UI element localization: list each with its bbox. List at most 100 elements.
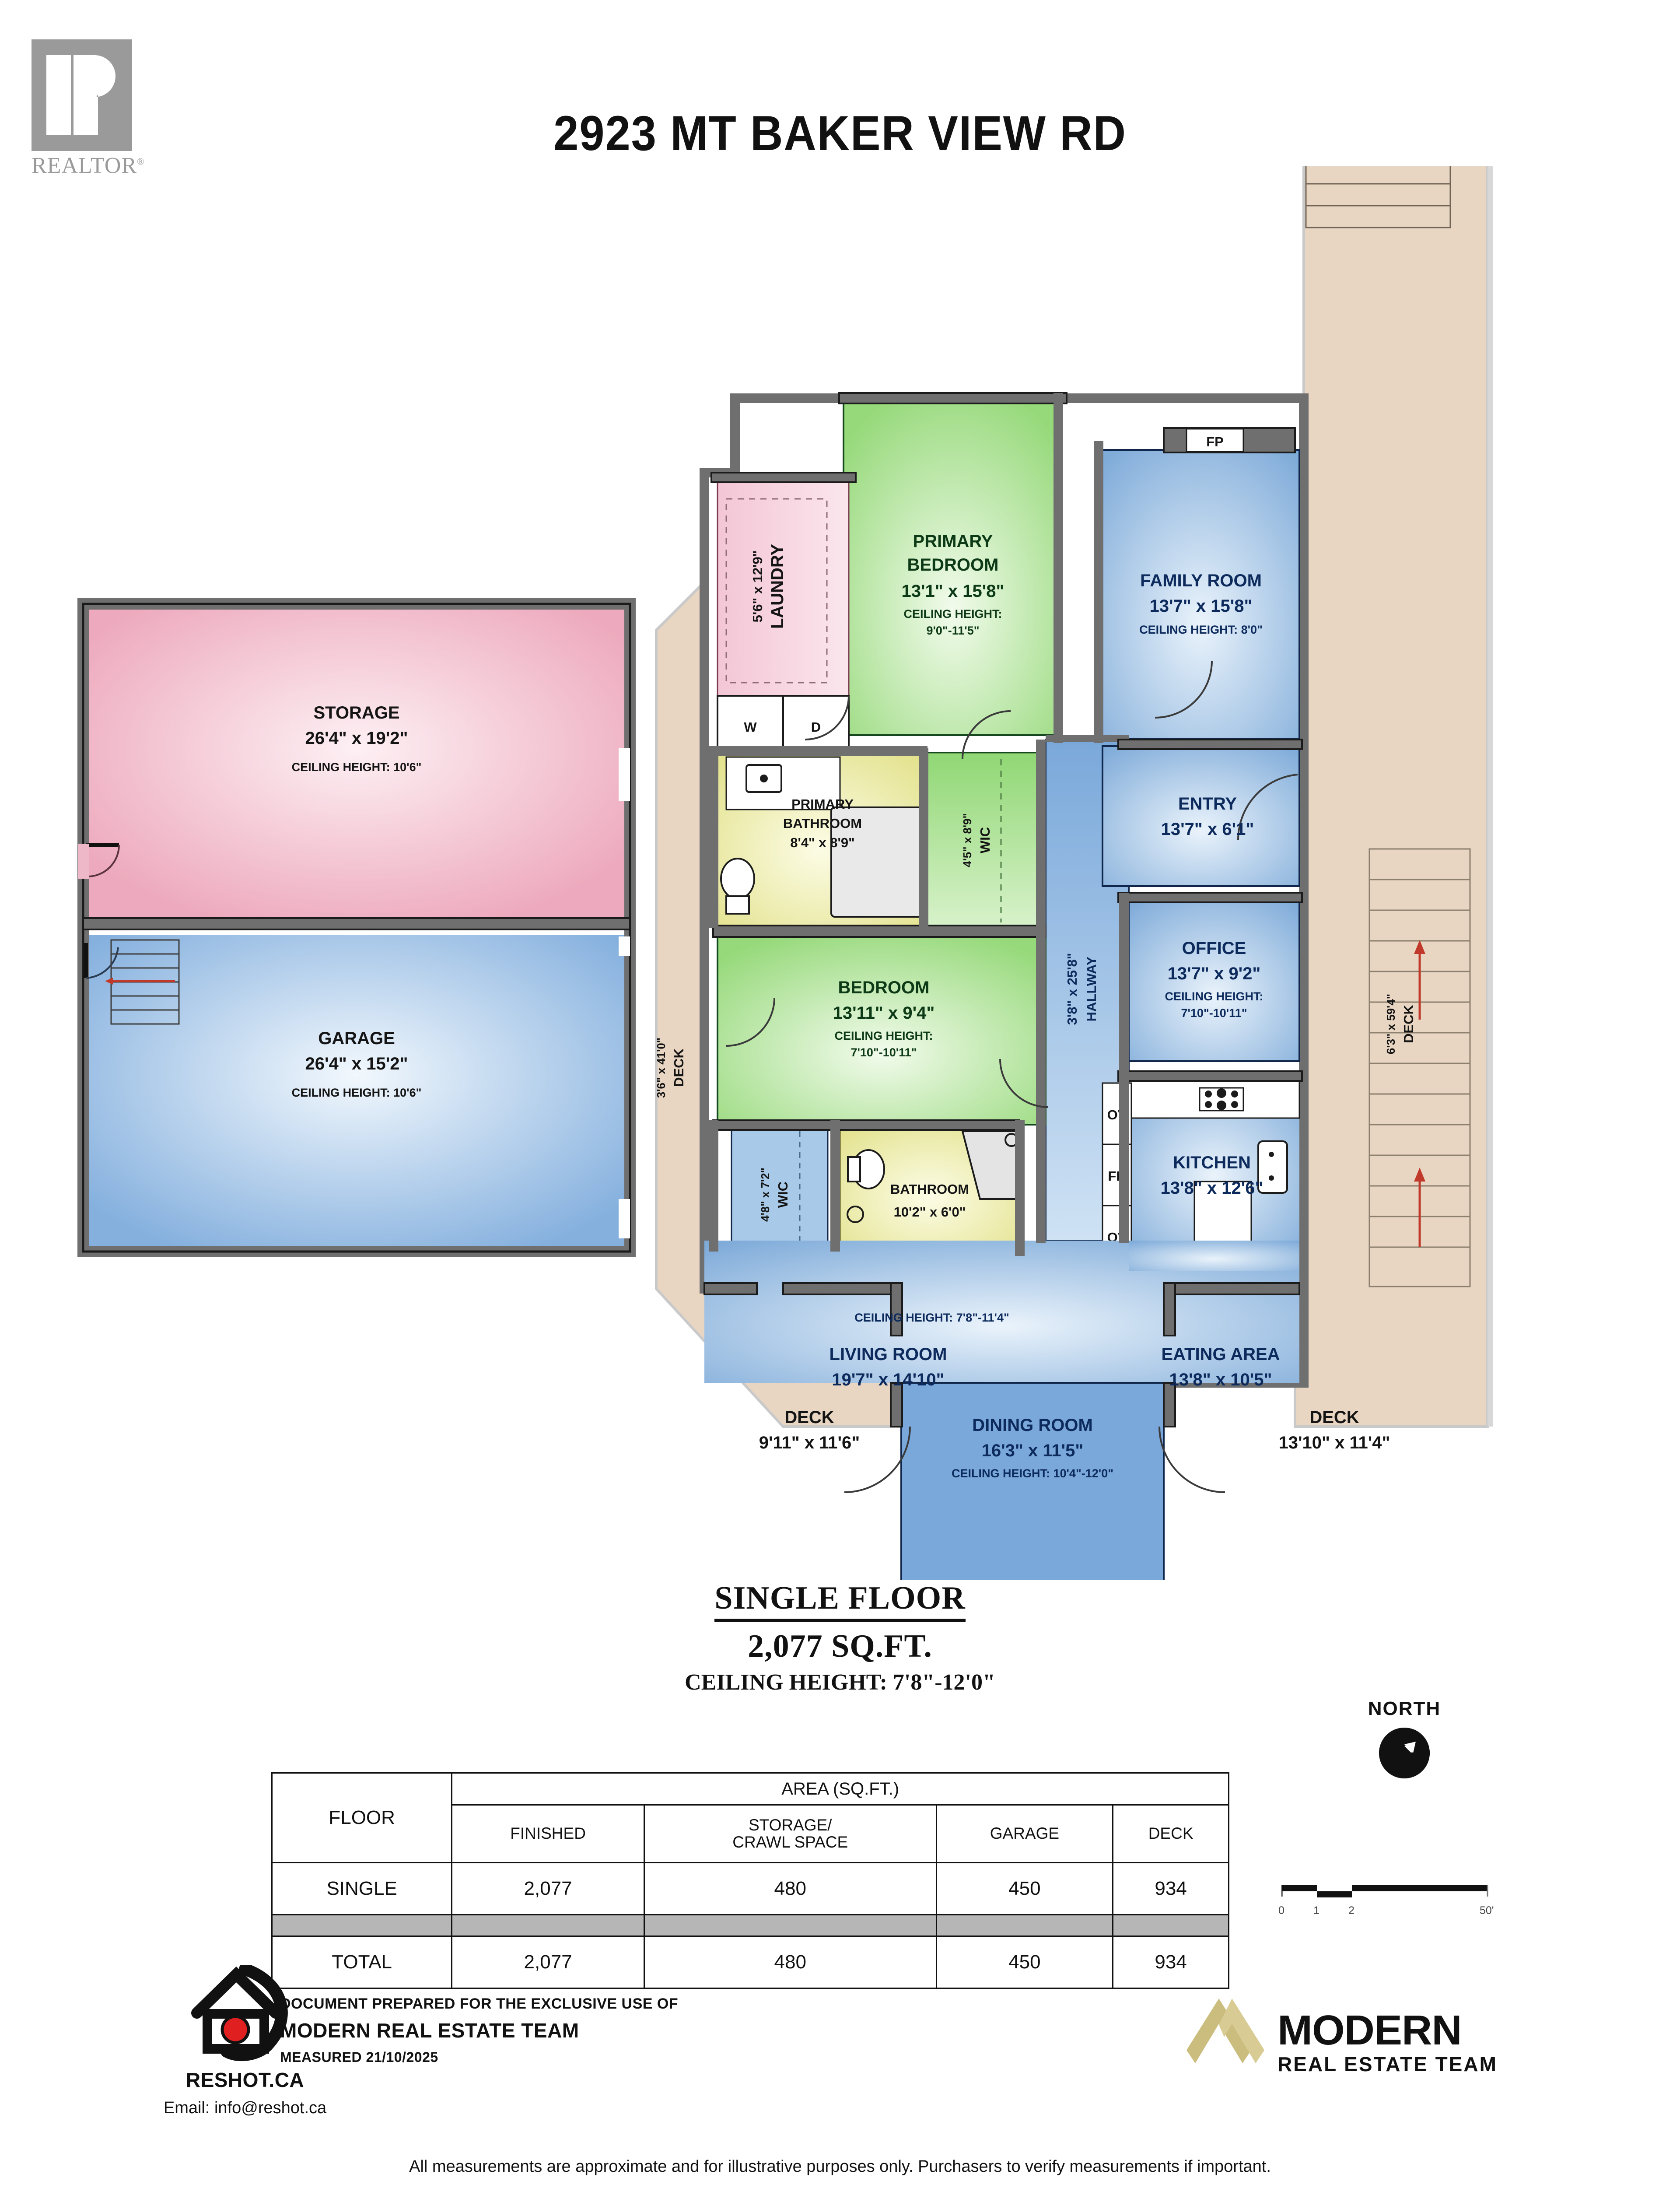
dryer-label: D xyxy=(811,719,821,735)
deck-bottom-right-dimensions: 13'10" x 11'4" xyxy=(1279,1433,1390,1452)
bedroom-dimensions: 13'11" x 9'4" xyxy=(833,1003,935,1023)
primary-bedroom-fill xyxy=(844,403,1062,735)
table-header-row-1: FLOOR AREA (SQ.FT.) xyxy=(271,1772,1229,1863)
garage-room-name: GARAGE xyxy=(318,1029,395,1048)
prepared-line-2: MODERN REAL ESTATE TEAM xyxy=(280,2019,579,2042)
prepared-for-block: DOCUMENT PREPARED FOR THE EXCLUSIVE USE … xyxy=(280,1995,936,2065)
north-indicator: NORTH xyxy=(1291,1698,1518,1778)
primary-bedroom-name-2: BEDROOM xyxy=(907,555,999,575)
summary-ceiling: CEILING HEIGHT: 7'8"-12'0" xyxy=(685,1670,995,1695)
office-dimensions: 13'7" x 9'2" xyxy=(1168,964,1261,983)
table-col-storage-line1: STORAGE/ xyxy=(748,1816,832,1834)
dining-room-fill xyxy=(901,1383,1164,1580)
reshot-logo-block: RESHOT.CA Email: info@reshot.ca xyxy=(122,1965,368,2118)
deck-right-name: DECK xyxy=(1401,1004,1416,1043)
table-col-finished: FINISHED xyxy=(451,1804,645,1863)
primary-wic-dimensions: 4'5" x 8'9" xyxy=(961,813,974,867)
reshot-name: RESHOT.CA xyxy=(186,2069,304,2091)
primary-bathroom-name-1: PRIMARY xyxy=(791,796,854,812)
hallway-dimensions: 3'8" x 25'8" xyxy=(1064,953,1080,1025)
fireplace-label: FP xyxy=(1206,434,1224,449)
table-col-storage: STORAGE/ CRAWL SPACE xyxy=(643,1804,937,1863)
summary-area: 2,077 SQ.FT. xyxy=(748,1628,932,1664)
storage-room-name: STORAGE xyxy=(313,703,399,722)
table-row: TOTAL 2,077 480 450 934 xyxy=(271,1936,1229,1989)
family-room-fill xyxy=(1102,450,1299,739)
deck-left-name: DECK xyxy=(671,1048,686,1087)
laundry-room-dimensions: 5'6" x 12'9" xyxy=(750,551,765,623)
office-ceiling-value: 7'10"-10'11" xyxy=(1181,1006,1247,1020)
deck-right-dimensions: 6'3" x 59'4" xyxy=(1384,994,1397,1054)
bathroom-name: BATHROOM xyxy=(890,1182,969,1197)
main-house-group: FP W D xyxy=(654,166,1493,1580)
table-header-row-2: FINISHED STORAGE/ CRAWL SPACE GARAGE DEC… xyxy=(272,1804,1229,1863)
floor-summary: SINGLE FLOOR 2,077 SQ.FT. CEILING HEIGHT… xyxy=(0,1580,1680,1695)
row-single-floor: SINGLE xyxy=(271,1862,453,1915)
table-header-area: AREA (SQ.FT.) xyxy=(451,1772,1229,1806)
area-table: FLOOR AREA (SQ.FT.) FINISHED STORAGE/ CR… xyxy=(271,1772,1229,1989)
scale-tick-50: 50' xyxy=(1480,1904,1494,1917)
entry-dimensions: 13'7" x 6'1" xyxy=(1161,820,1254,839)
floorplan-drawing: STORAGE 26'4" x 19'2" CEILING HEIGHT: 10… xyxy=(0,166,1680,1580)
kitchen-name: KITCHEN xyxy=(1173,1153,1251,1172)
scale-bar: 0 1 2 50' xyxy=(1278,1882,1514,1918)
dining-room-ceiling: CEILING HEIGHT: 10'4"-12'0" xyxy=(952,1467,1113,1480)
bedroom-ceiling-value: 7'10"-10'11" xyxy=(850,1046,917,1059)
family-room-name: FAMILY ROOM xyxy=(1140,571,1262,590)
reshot-email: Email: info@reshot.ca xyxy=(163,2099,327,2117)
hall-wic-fill xyxy=(732,1127,828,1249)
entry-fill xyxy=(1102,746,1299,886)
page-title: 2923 MT BAKER VIEW RD xyxy=(553,106,1127,161)
office-ceiling-label: CEILING HEIGHT: xyxy=(1165,990,1263,1003)
table-header-floor: FLOOR xyxy=(271,1772,453,1863)
row-total-floor: TOTAL xyxy=(271,1936,453,1989)
primary-wic-fill xyxy=(928,753,1046,928)
row-total-finished: 2,077 xyxy=(451,1936,645,1989)
mountain-icon xyxy=(1186,1999,1264,2063)
deck-bottom-right-name: DECK xyxy=(1309,1408,1359,1427)
realtor-wordmark: REALTOR® xyxy=(32,153,145,178)
realtor-logo: REALTOR® xyxy=(32,39,145,179)
deck-bottom-left-dimensions: 9'11" x 11'6" xyxy=(759,1433,860,1452)
scale-tick-0: 0 xyxy=(1278,1904,1284,1917)
garage-room-dimensions: 26'4" x 15'2" xyxy=(305,1054,408,1073)
living-room-name: LIVING ROOM xyxy=(830,1345,947,1364)
scale-ticks: 0 1 2 50' xyxy=(1278,1904,1514,1918)
table-spacer-row xyxy=(271,1914,1229,1937)
family-room-dimensions: 13'7" x 15'8" xyxy=(1150,596,1253,616)
table-col-garage: GARAGE xyxy=(935,1804,1114,1863)
open-ceiling-note: CEILING HEIGHT: 7'8"-11'4" xyxy=(854,1311,1009,1324)
kitchen-dimensions: 13'8" x 12'6" xyxy=(1161,1178,1264,1198)
outbuilding-group: STORAGE 26'4" x 19'2" CEILING HEIGHT: 10… xyxy=(77,598,636,1257)
prepared-line-3: MEASURED 21/10/2025 xyxy=(280,2049,438,2065)
realtor-r-mark xyxy=(32,39,132,151)
laundry-room-name: LAUNDRY xyxy=(768,544,787,629)
dining-room-name: DINING ROOM xyxy=(972,1416,1093,1435)
modern-brand-logo: MODERN REAL ESTATE TEAM xyxy=(1177,1993,1649,2094)
storage-room-ceiling: CEILING HEIGHT: 10'6" xyxy=(292,761,422,774)
reshot-house-icon xyxy=(191,1965,288,2062)
disclaimer-text: All measurements are approximate and for… xyxy=(409,2157,1271,2176)
deck-stairs-top xyxy=(1305,166,1451,228)
scale-tick-1: 1 xyxy=(1313,1904,1320,1917)
bedroom-name: BEDROOM xyxy=(838,978,930,997)
dining-room-dimensions: 16'3" x 11'5" xyxy=(982,1441,1084,1460)
row-total-garage: 450 xyxy=(935,1936,1114,1989)
deck-left-dimensions: 3'6" x 41'0" xyxy=(654,1038,668,1098)
hall-wic-name: WIC xyxy=(775,1182,791,1208)
north-label: NORTH xyxy=(1368,1698,1441,1719)
north-arrow-icon xyxy=(1379,1728,1430,1778)
prepared-line-1: DOCUMENT PREPARED FOR THE EXCLUSIVE USE … xyxy=(280,1995,679,2012)
primary-bedroom-name-1: PRIMARY xyxy=(913,532,993,551)
family-room-ceiling: CEILING HEIGHT: 8'0" xyxy=(1139,623,1263,636)
modern-brand-subtitle: REAL ESTATE TEAM xyxy=(1278,2053,1498,2076)
bedroom-fill xyxy=(718,936,1046,1125)
row-single-garage: 450 xyxy=(935,1862,1114,1915)
primary-bathroom-dimensions: 8'4" x 8'9" xyxy=(790,835,855,850)
living-room-dimensions: 19'7" x 14'10" xyxy=(832,1370,944,1389)
primary-wic-name: WIC xyxy=(977,827,993,853)
primary-bedroom-dimensions: 13'1" x 15'8" xyxy=(902,582,1004,601)
scale-tick-2: 2 xyxy=(1348,1904,1354,1917)
row-single-deck: 934 xyxy=(1112,1862,1229,1915)
